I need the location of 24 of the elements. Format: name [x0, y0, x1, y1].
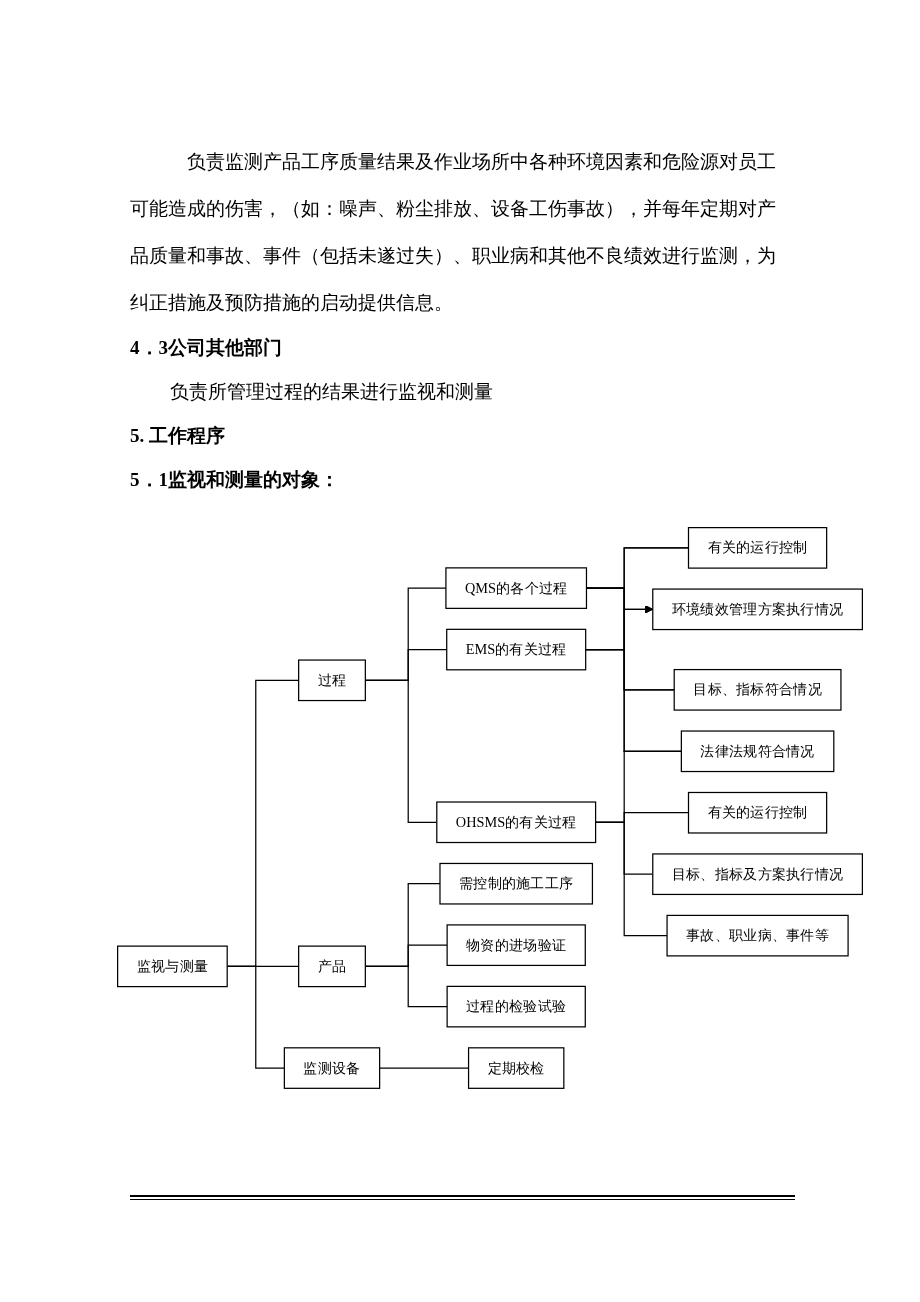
process-box: 目标、指标及方案执行情况	[652, 853, 863, 896]
process-box: 监视与测量	[117, 945, 228, 988]
process-box: 有关的运行控制	[687, 791, 828, 834]
section-heading: 5. 工作程序	[130, 424, 226, 448]
paragraph: 负责监测产品工序质量结果及作业场所中各种环境因素和危险源对员工可能造成的伤害，（如：噪声、粉尘排放、设备工伤事故），并每年定期对产品质量和事故、事件（包括未遂过失）、职业病和其他不良绩效进行监测，为纠正措施及预防措施的启动提供信息。	[130, 150, 777, 315]
paragraph: 负责所管理过程的结果进行监视和测量	[169, 380, 494, 404]
process-box: 目标、指标符合情况	[673, 668, 842, 711]
process-box: 物资的进场验证	[446, 924, 586, 967]
section-heading: 4．3公司其他部门	[130, 336, 283, 360]
section-heading: 5．1监视和测量的对象：	[130, 468, 340, 492]
process-box: 环境绩效管理方案执行情况	[652, 588, 863, 631]
process-box: 有关的运行控制	[687, 527, 828, 569]
process-box: 事故、职业病、事件等	[666, 914, 849, 957]
process-box: QMS的各个过程	[445, 567, 588, 609]
process-box: 过程	[298, 659, 366, 702]
connector-line	[595, 821, 668, 937]
process-box: 监测设备	[283, 1047, 381, 1089]
process-box: 过程的检验试验	[446, 985, 586, 1028]
process-box: 法律法规符合情况	[680, 730, 835, 773]
process-box: EMS的有关过程	[446, 628, 587, 671]
process-box: OHSMS的有关过程	[436, 801, 597, 844]
process-box: 需控制的施工工序	[439, 862, 594, 905]
process-box: 定期校检	[467, 1047, 565, 1089]
process-box: 产品	[298, 945, 366, 988]
